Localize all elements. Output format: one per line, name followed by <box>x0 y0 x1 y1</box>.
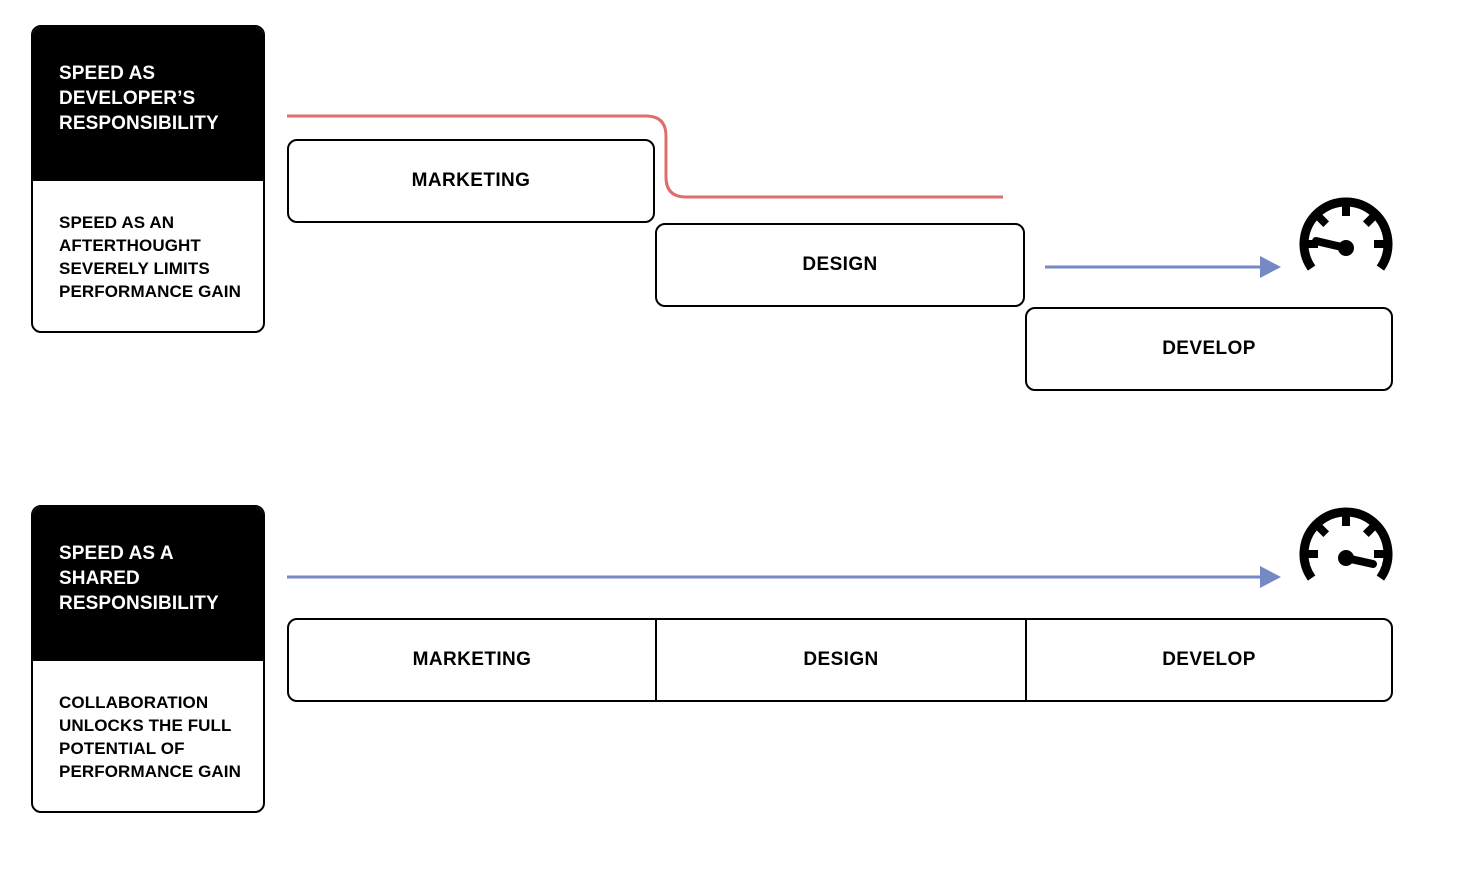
phase-label: DESIGN <box>803 649 879 670</box>
phase-label: DESIGN <box>802 254 878 275</box>
scenario-card-shared-responsibility: SPEED AS A SHARED RESPONSIBILITY COLLABO… <box>31 505 265 813</box>
phase-label: DEVELOP <box>1162 649 1256 670</box>
scenario-description: SPEED AS AN AFTERTHOUGHT SEVERELY LIMITS… <box>59 213 241 301</box>
phase-cell-design: DESIGN <box>655 620 1025 700</box>
phase-cell-marketing: MARKETING <box>289 620 655 700</box>
phase-box-develop-top: DEVELOP <box>1025 307 1393 391</box>
handoff-connector-line <box>287 114 1003 199</box>
speedometer-low-icon <box>1304 202 1388 268</box>
phase-box-marketing-top: MARKETING <box>287 139 655 223</box>
speed-arrow-top <box>1045 256 1281 278</box>
scenario-card-developer-responsibility: SPEED AS DEVELOPER’S RESPONSIBILITY SPEE… <box>31 25 265 333</box>
phase-label: MARKETING <box>411 170 531 191</box>
speedometer-high-icon <box>1304 512 1388 578</box>
phase-cell-develop: DEVELOP <box>1025 620 1391 700</box>
scenario-description: COLLABORATION UNLOCKS THE FULL POTENTIAL… <box>59 693 241 781</box>
phase-box-design-top: DESIGN <box>655 223 1025 307</box>
scenario-title: SPEED AS A SHARED RESPONSIBILITY <box>33 507 263 661</box>
phase-label: DEVELOP <box>1162 338 1256 359</box>
shared-phase-bar: MARKETING DESIGN DEVELOP <box>287 618 1393 702</box>
speed-arrow-bottom <box>287 566 1281 588</box>
scenario-title: SPEED AS DEVELOPER’S RESPONSIBILITY <box>33 27 263 181</box>
phase-label: MARKETING <box>412 649 532 670</box>
